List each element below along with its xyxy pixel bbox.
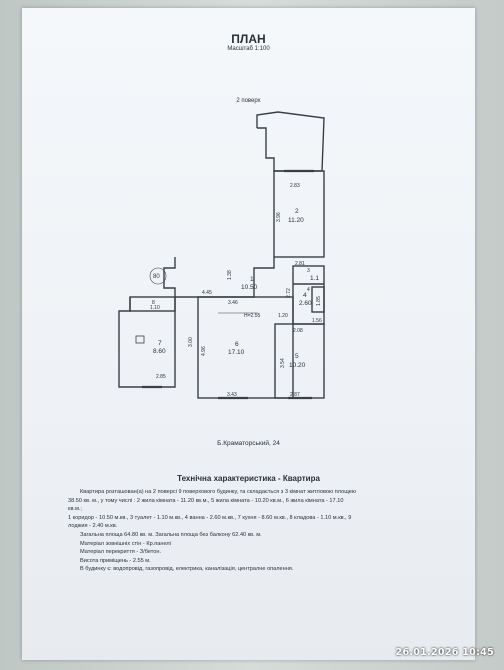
tech-line: Матеріал зовнішніх стін - Кр.панелі: [80, 540, 171, 547]
svg-text:2.81: 2.81: [295, 261, 305, 267]
tech-description: Квартира розташован(а) на 2 поверсі 9 по…: [68, 488, 448, 574]
svg-text:2.08: 2.08: [293, 328, 303, 334]
room-3-area: 1.1: [310, 275, 319, 282]
document-sheet: ПЛАН Масштаб 1:100 2 поверх: [22, 8, 475, 660]
room-5-num: 5: [295, 353, 299, 360]
scale-label: Масштаб 1:100: [227, 46, 270, 52]
svg-text:4.96: 4.96: [201, 346, 207, 356]
room-1-area: 10.50: [241, 284, 258, 291]
room-1-num: 1: [250, 276, 254, 283]
room-7-num: 7: [158, 340, 162, 347]
svg-text:3.96: 3.96: [276, 212, 282, 222]
room-labels: 1 10.50 2 11.20 1.1 4 2.60 5 10.20 6 17.…: [153, 208, 319, 369]
tech-line: Загальна площа 64.80 кв. м. Загальна пло…: [80, 531, 262, 538]
height-label: Н=2.55: [244, 313, 260, 319]
tech-line: 38.50 кв. м., у тому числі : 2 жила кімн…: [68, 497, 344, 504]
tech-line: В будинку є: водопровід, газопровід, еле…: [80, 566, 294, 573]
svg-text:4.45: 4.45: [202, 290, 212, 296]
tech-line: Матеріал перекриття - З/бетон.: [80, 549, 162, 556]
svg-text:3.46: 3.46: [228, 300, 238, 306]
room-5-area: 10.20: [289, 362, 306, 369]
bath-fixture: [311, 286, 325, 313]
svg-text:1.38: 1.38: [227, 270, 233, 280]
room-4-area: 2.60: [299, 300, 312, 307]
tech-line: кв.м.;: [68, 506, 82, 513]
svg-text:3.54: 3.54: [280, 358, 286, 368]
room-6-area: 17.10: [228, 349, 245, 356]
tech-line: Квартира розташован(а) на 2 поверсі 9 по…: [80, 489, 357, 495]
bath-block-outline: [292, 265, 325, 325]
floor-label: 2 поверх: [236, 98, 261, 104]
svg-text:3.43: 3.43: [227, 392, 237, 398]
tech-line: Висота приміщень - 2.55 м.: [80, 557, 151, 564]
corridor-outline: [163, 257, 275, 298]
room-2-area: 11.20: [288, 217, 304, 224]
room-8-area: 1.10: [150, 305, 160, 311]
room-2-num: 2: [295, 208, 299, 215]
room-4-num: 4: [303, 292, 307, 299]
room-6-num: 6: [235, 341, 239, 348]
loggia-outline: [256, 111, 325, 172]
tech-line: 1 коридор - 10.50 м.кв., 3 туалет - 1.10…: [68, 514, 352, 521]
room-8-outline: [129, 296, 176, 312]
plan-walls: [118, 111, 325, 399]
stove-icon: [135, 335, 145, 344]
svg-text:1.20: 1.20: [278, 313, 288, 319]
svg-text:2.87: 2.87: [290, 392, 300, 398]
page-title: ПЛАН: [231, 32, 266, 46]
dimension-labels: 8 1.10 2.83 3.96 2.81 1.38 3.46 4.45 2.7…: [150, 183, 322, 398]
room-8-num: 8: [152, 300, 155, 306]
stair-marker-circle: [149, 267, 167, 285]
svg-text:3.00: 3.00: [188, 337, 194, 347]
svg-text:1.56: 1.56: [312, 318, 322, 324]
room-7-area: 8.60: [153, 348, 166, 355]
svg-text:2.83: 2.83: [290, 183, 300, 189]
svg-text:2.85: 2.85: [156, 374, 166, 380]
svg-text:2.72: 2.72: [286, 288, 292, 298]
photo-timestamp: 26.01.2026 10:45: [395, 647, 494, 658]
svg-text:4: 4: [307, 287, 310, 293]
svg-text:3: 3: [307, 268, 310, 274]
floor-plan: 1 10.50 2 11.20 1.1 4 2.60 5 10.20 6 17.…: [118, 111, 325, 400]
stair-marker: 80: [153, 274, 160, 280]
tech-line: лоджия - 2.40 м.кв.: [68, 523, 118, 530]
tech-title: Технічна характеристика - Квартира: [177, 474, 320, 483]
box-label: 1.85: [316, 296, 322, 306]
address-label: Б.Краматорський, 24: [217, 440, 280, 447]
